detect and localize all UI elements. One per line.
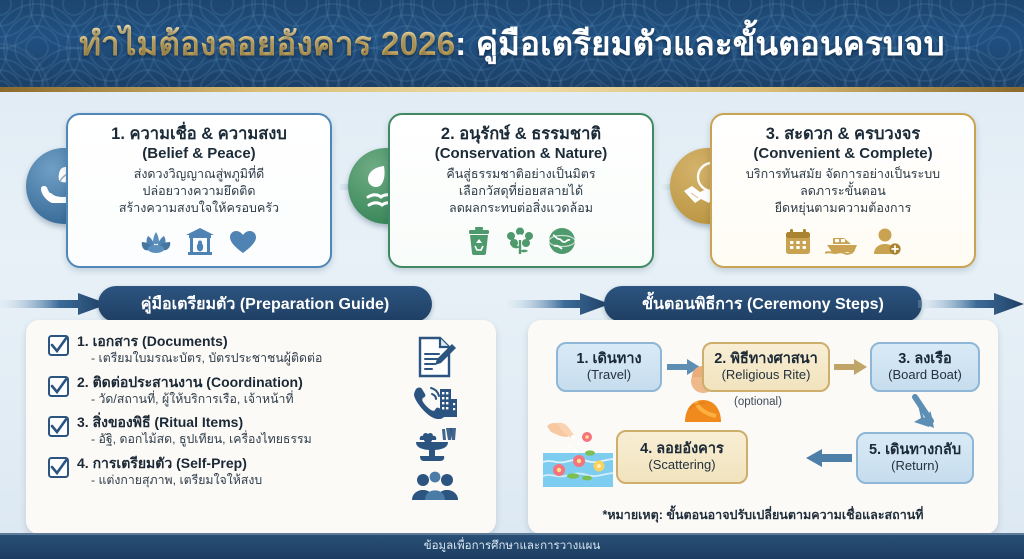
phone-building-icon: [414, 387, 457, 419]
card-1-line-1: ส่งดวงวิญญาณสู่พภูมิที่ดี: [133, 167, 265, 182]
calendar-icon: [786, 229, 810, 254]
band-arrow-left: [0, 293, 108, 315]
step-1-title-en: (Travel): [586, 367, 632, 383]
card-3-icon-row: [785, 227, 901, 258]
footer-text: ข้อมูลเพื่อการศึกษาและการวางแผน: [423, 540, 601, 552]
offering-tray-icon: [416, 428, 456, 461]
checkbox-checked-icon[interactable]: [48, 456, 69, 478]
ceremony-panel: 1. เดินทาง (Travel) 2. พิธีทางศาสนา (Rel…: [528, 320, 998, 534]
header-banner: ทำไมต้องลอยอังคาร 2026 : คู่มือเตรียมตัว…: [0, 0, 1024, 92]
page-title-white: : คู่มือเตรียมตัวและขั้นตอนครบจบ: [455, 25, 945, 62]
prep-item-3-detail: - อัฐิ, ดอกไม้สด, ธูปเทียน, เครื่องไทยธร…: [91, 432, 312, 447]
header-gold-rule: [0, 87, 1024, 92]
step-4-title-en: (Scattering): [648, 457, 716, 473]
step-2-title-th: 2. พิธีทางศาสนา: [714, 351, 818, 368]
card-1-title-en: (Belief & Peace): [142, 145, 256, 163]
band-arrow-right: [918, 293, 1024, 315]
page-title: ทำไมต้องลอยอังคาร 2026 : คู่มือเตรียมตัว…: [0, 0, 1024, 87]
flower-icon: [507, 227, 533, 254]
card-2-body: คืนสู่ธรรมชาติอย่างเป็นมิตร เลือกวัสดุที…: [446, 166, 595, 216]
prep-item-1-detail: - เตรียมใบมรณะบัตร, บัตรประชาชนผู้ติดต่อ: [91, 351, 323, 366]
section-header-band: คู่มือเตรียมตัว (Preparation Guide) ขั้น…: [0, 286, 1024, 324]
section-pill-ceremony: ขั้นตอนพิธีการ (Ceremony Steps): [604, 286, 922, 322]
checkbox-checked-icon[interactable]: [48, 375, 69, 397]
card-2-title-en: (Conservation & Nature): [434, 145, 608, 163]
top-card-convenient: 3. สะดวก & ครบวงจร (Convenient & Complet…: [710, 113, 976, 268]
card-3-title-en: (Convenient & Complete): [753, 145, 933, 163]
step-5-title-th: 5. เดินทางกลับ: [868, 442, 962, 459]
card-3-line-3: ยืดหยุ่นตามความต้องการ: [774, 200, 912, 215]
step-5-title-en: (Return): [891, 458, 939, 474]
step-4-title-th: 4. ลอยอังคาร: [640, 441, 724, 458]
top-card-belief: 1. ความเชื่อ & ความสงบ (Belief & Peace) …: [66, 113, 332, 268]
card-3-line-1: บริการทันสมัย จัดการอย่างเป็นระบบ: [745, 167, 941, 182]
ceremony-step-2[interactable]: 2. พิธีทางศาสนา (Religious Rite): [702, 342, 830, 392]
card-2-line-1: คืนสู่ธรรมชาติอย่างเป็นมิตร: [446, 167, 596, 182]
step-3-title-en: (Board Boat): [888, 367, 962, 383]
list-item[interactable]: 4. การเตรียมตัว (Self-Prep) - แต่งกายสุภ…: [48, 454, 378, 488]
globe-icon: [548, 228, 576, 254]
prep-item-4-detail: - แต่งกายสุภาพ, เตรียมใจให้สงบ: [91, 472, 263, 487]
lotus-icon: [141, 232, 171, 253]
preparation-panel: 1. เอกสาร (Documents) - เตรียมใบมรณะบัตร…: [26, 320, 496, 534]
prep-item-3-title: 3. สิ่งของพิธี (Ritual Items): [77, 414, 244, 431]
ceremony-arrow-3-5: [912, 394, 934, 428]
list-item[interactable]: 3. สิ่งของพิธี (Ritual Items) - อัฐิ, ดอ…: [48, 414, 378, 447]
checkbox-checked-icon[interactable]: [48, 416, 69, 438]
add-person-icon: [874, 228, 901, 255]
card-3-body: บริการทันสมัย จัดการอย่างเป็นระบบ ลดภาระ…: [746, 166, 940, 216]
boat-icon: [825, 238, 857, 255]
ceremony-step-1[interactable]: 1. เดินทาง (Travel): [556, 342, 662, 392]
card-1-body: ส่งดวงวิญญาณสู่พภูมิที่ดี ปล่อยวางความยึ…: [119, 166, 279, 216]
card-2-line-3: ลดผลกระทบต่อสิ่งแวดล้อม: [449, 200, 593, 215]
preparation-checklist: 1. เอกสาร (Documents) - เตรียมใบมรณะบัตร…: [48, 333, 378, 496]
document-pencil-icon: [418, 336, 456, 378]
step-2-title-en: (Religious Rite): [721, 367, 811, 383]
page-title-gold: ทำไมต้องลอยอังคาร 2026: [79, 17, 455, 70]
step-1-title-th: 1. เดินทาง: [576, 351, 642, 368]
preparation-icon-rail: [388, 336, 482, 501]
ceremony-step-3[interactable]: 3. ลงเรือ (Board Boat): [870, 342, 980, 392]
ceremony-step-5[interactable]: 5. เดินทางกลับ (Return): [856, 432, 974, 484]
heart-icon: [230, 231, 256, 253]
people-group-icon: [412, 471, 458, 500]
prep-item-1-title: 1. เอกสาร (Documents): [77, 333, 228, 349]
list-item[interactable]: 1. เอกสาร (Documents) - เตรียมใบมรณะบัตร…: [48, 333, 378, 366]
card-1-line-2: ปล่อยวางความยึดติด: [142, 184, 256, 199]
section-pill-preparation: คู่มือเตรียมตัว (Preparation Guide): [98, 286, 432, 322]
footer-bar: ข้อมูลเพื่อการศึกษาและการวางแผน: [0, 533, 1024, 559]
card-3-line-2: ลดภาระขั้นตอน: [800, 184, 886, 199]
step-3-title-th: 3. ลงเรือ: [898, 351, 952, 368]
ceremony-step-4[interactable]: 4. ลอยอังคาร (Scattering): [616, 430, 748, 484]
ceremony-arrow-1-2: [667, 359, 700, 375]
ceremony-flow: 1. เดินทาง (Travel) 2. พิธีทางศาสนา (Rel…: [528, 320, 998, 534]
prep-item-2-title: 2. ติดต่อประสานงาน (Coordination): [77, 373, 303, 390]
card-2-line-2: เลือกวัสดุที่ย่อยสลายได้: [458, 184, 584, 199]
ceremony-note: *หมายเหตุ: ขั้นตอนอาจปรับเปลี่ยนตามความเ…: [602, 508, 924, 522]
card-1-icon-row: [141, 227, 257, 258]
recycle-bin-icon: [469, 227, 489, 255]
card-3-title-th: 3. สะดวก & ครบวงจร: [765, 125, 921, 143]
step-2-optional-tag: (optional): [734, 396, 782, 408]
card-2-title-th: 2. อนุรักษ์ & ธรรมชาติ: [440, 125, 602, 143]
ceremony-arrow-5-4: [806, 449, 852, 467]
scattering-hand-icon: [543, 422, 614, 487]
card-2-icon-row: [466, 227, 576, 258]
ceremony-arrow-2-3: [834, 359, 867, 375]
list-item[interactable]: 2. ติดต่อประสานงาน (Coordination) - วัด/…: [48, 373, 378, 407]
prep-item-2-detail: - วัด/สถานที่, ผู้ให้บริการเรือ, เจ้าหน้…: [91, 391, 294, 406]
footer-top-rule: [0, 533, 1024, 535]
card-1-title-th: 1. ความเชื่อ & ความสงบ: [111, 125, 287, 143]
temple-icon: [186, 228, 214, 255]
checkbox-checked-icon[interactable]: [48, 335, 69, 356]
top-card-conservation: 2. อนุรักษ์ & ธรรมชาติ (Conservation & N…: [388, 113, 654, 268]
band-arrow-middle: [508, 293, 610, 315]
prep-item-4-title: 4. การเตรียมตัว (Self-Prep): [77, 454, 247, 471]
card-1-line-3: สร้างความสงบใจให้ครอบครัว: [118, 200, 280, 215]
